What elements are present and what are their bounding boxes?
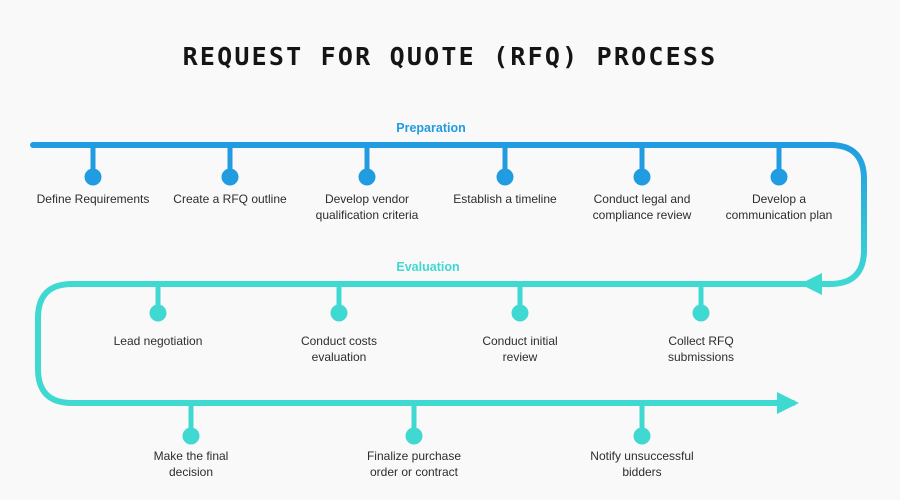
page-title: REQUEST FOR QUOTE (RFQ) PROCESS: [182, 42, 718, 71]
arrow-right-icon: [777, 392, 799, 414]
step-label: Collect RFQ submissions: [667, 334, 735, 364]
step-label: Define Requirements: [36, 192, 150, 206]
step-label: Develop vendor qualification criteria: [315, 192, 419, 222]
step-label: Lead negotiation: [113, 334, 203, 348]
milestone-dot: [182, 427, 200, 445]
milestone-dot: [770, 168, 788, 186]
milestone-dot: [358, 168, 376, 186]
step-label: Make the final decision: [153, 449, 229, 479]
timeline-track-preparation: [30, 142, 867, 287]
milestone-dot: [511, 304, 529, 322]
milestone-dot: [692, 304, 710, 322]
milestone-dot: [633, 168, 651, 186]
step-label: Conduct legal and compliance review: [592, 192, 692, 222]
timeline-dots-preparation: [84, 168, 788, 186]
timeline-stems-evaluation: [155, 284, 704, 311]
step-label: Develop a communication plan: [725, 192, 833, 222]
timeline-dots-evaluation: [149, 304, 710, 322]
timeline-track-evaluation: [35, 281, 813, 406]
phase-label-evaluation: Evaluation: [396, 260, 460, 274]
step-label: Create a RFQ outline: [173, 192, 287, 206]
step-label: Establish a timeline: [453, 192, 557, 206]
milestone-dot: [496, 168, 514, 186]
timeline-stems-preparation: [90, 145, 782, 175]
milestone-dot: [633, 427, 651, 445]
timeline-dots-finalization: [182, 427, 651, 445]
milestone-dot: [221, 168, 239, 186]
step-label: Notify unsuccessful bidders: [590, 449, 694, 479]
step-label: Conduct costs evaluation: [300, 334, 378, 364]
milestone-dot: [405, 427, 423, 445]
arrow-left-icon: [800, 273, 822, 295]
milestone-dot: [84, 168, 102, 186]
step-label: Conduct initial review: [482, 334, 558, 364]
milestone-dot: [330, 304, 348, 322]
milestone-dot: [149, 304, 167, 322]
step-label: Finalize purchase order or contract: [366, 449, 462, 479]
phase-label-preparation: Preparation: [396, 121, 466, 135]
